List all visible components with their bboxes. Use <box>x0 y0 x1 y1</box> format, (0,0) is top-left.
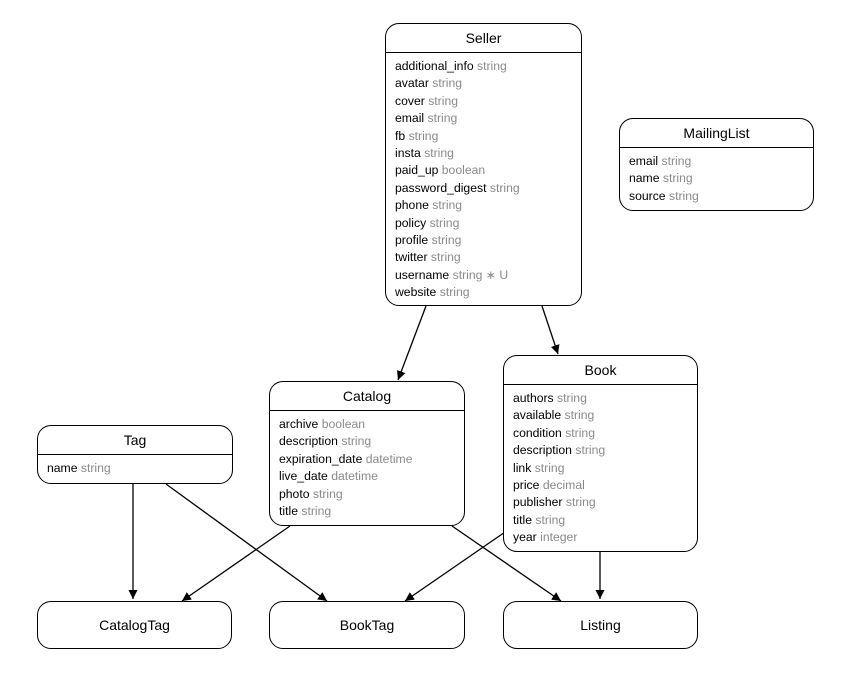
attribute: twitter string <box>395 250 461 265</box>
edge-book-booktag <box>404 529 509 602</box>
attribute: paid_up boolean <box>395 163 486 178</box>
attribute: description string <box>279 434 372 449</box>
entity-title: Tag <box>123 432 147 448</box>
divider <box>620 147 813 148</box>
edge-seller-catalog <box>396 305 427 381</box>
entity-seller[interactable]: Seller additional_info string avatar str… <box>385 23 582 306</box>
entity-title: Listing <box>580 617 621 633</box>
attribute: archive boolean <box>279 417 366 431</box>
attribute: password_digest string <box>395 180 520 195</box>
entity-mailing-list[interactable]: MailingList email string name string sou… <box>619 118 814 211</box>
edge-catalog-listing <box>451 525 562 602</box>
attribute: title string <box>279 504 332 519</box>
attribute: fb string <box>395 128 439 143</box>
edge-tag-booktag <box>165 483 328 602</box>
attribute: name string <box>629 171 693 186</box>
attribute: year integer <box>513 530 578 545</box>
entity-tag[interactable]: Tag name string <box>37 425 233 484</box>
attribute: authors string <box>513 391 587 405</box>
entity-listing[interactable]: Listing <box>503 601 698 649</box>
attribute: avatar string <box>395 76 463 91</box>
entity-catalog[interactable]: Catalog archive boolean description stri… <box>269 381 465 526</box>
divider <box>38 454 232 455</box>
attribute: live_date datetime <box>279 469 378 484</box>
attribute: username string ∗ U <box>395 267 509 282</box>
attribute: title string <box>513 512 566 527</box>
attribute: email string <box>629 154 692 168</box>
attribute: website string <box>395 285 470 300</box>
attribute-list: email string name string source string <box>620 148 813 205</box>
attribute-list: additional_info string avatar string cov… <box>386 53 581 302</box>
attribute: condition string <box>513 425 595 440</box>
attribute: name string <box>47 461 111 475</box>
entity-title: Catalog <box>342 388 392 404</box>
attribute-list: name string <box>38 455 232 477</box>
attribute: email string <box>395 111 458 126</box>
divider <box>386 52 581 53</box>
attribute: available string <box>513 408 595 423</box>
entity-title: BookTag <box>339 617 395 633</box>
attribute-list: archive boolean description string expir… <box>270 411 464 520</box>
attribute: photo string <box>279 486 343 501</box>
attribute: link string <box>513 460 565 475</box>
edge-seller-book <box>541 305 560 355</box>
entity-title: Book <box>584 362 617 378</box>
entity-title: MailingList <box>683 125 750 141</box>
entity-catalog-tag[interactable]: CatalogTag <box>37 601 232 649</box>
attribute: publisher string <box>513 495 596 510</box>
attribute: expiration_date datetime <box>279 451 413 466</box>
divider <box>270 410 464 411</box>
attribute: phone string <box>395 198 463 213</box>
attribute: additional_info string <box>395 59 507 73</box>
attribute: price decimal <box>513 478 585 493</box>
entity-book-tag[interactable]: BookTag <box>269 601 465 649</box>
entity-book[interactable]: Book authors string available string con… <box>503 355 698 552</box>
attribute: source string <box>629 188 699 203</box>
attribute: policy string <box>395 215 460 230</box>
attribute-list: authors string available string conditio… <box>504 385 697 547</box>
attribute: insta string <box>395 146 454 161</box>
divider <box>504 384 697 385</box>
entity-title: Seller <box>465 30 502 46</box>
attribute: profile string <box>395 233 462 248</box>
edge-catalog-catalogtag <box>181 525 291 602</box>
entity-title: CatalogTag <box>99 617 170 633</box>
attribute: cover string <box>395 93 459 108</box>
attribute: description string <box>513 443 606 458</box>
